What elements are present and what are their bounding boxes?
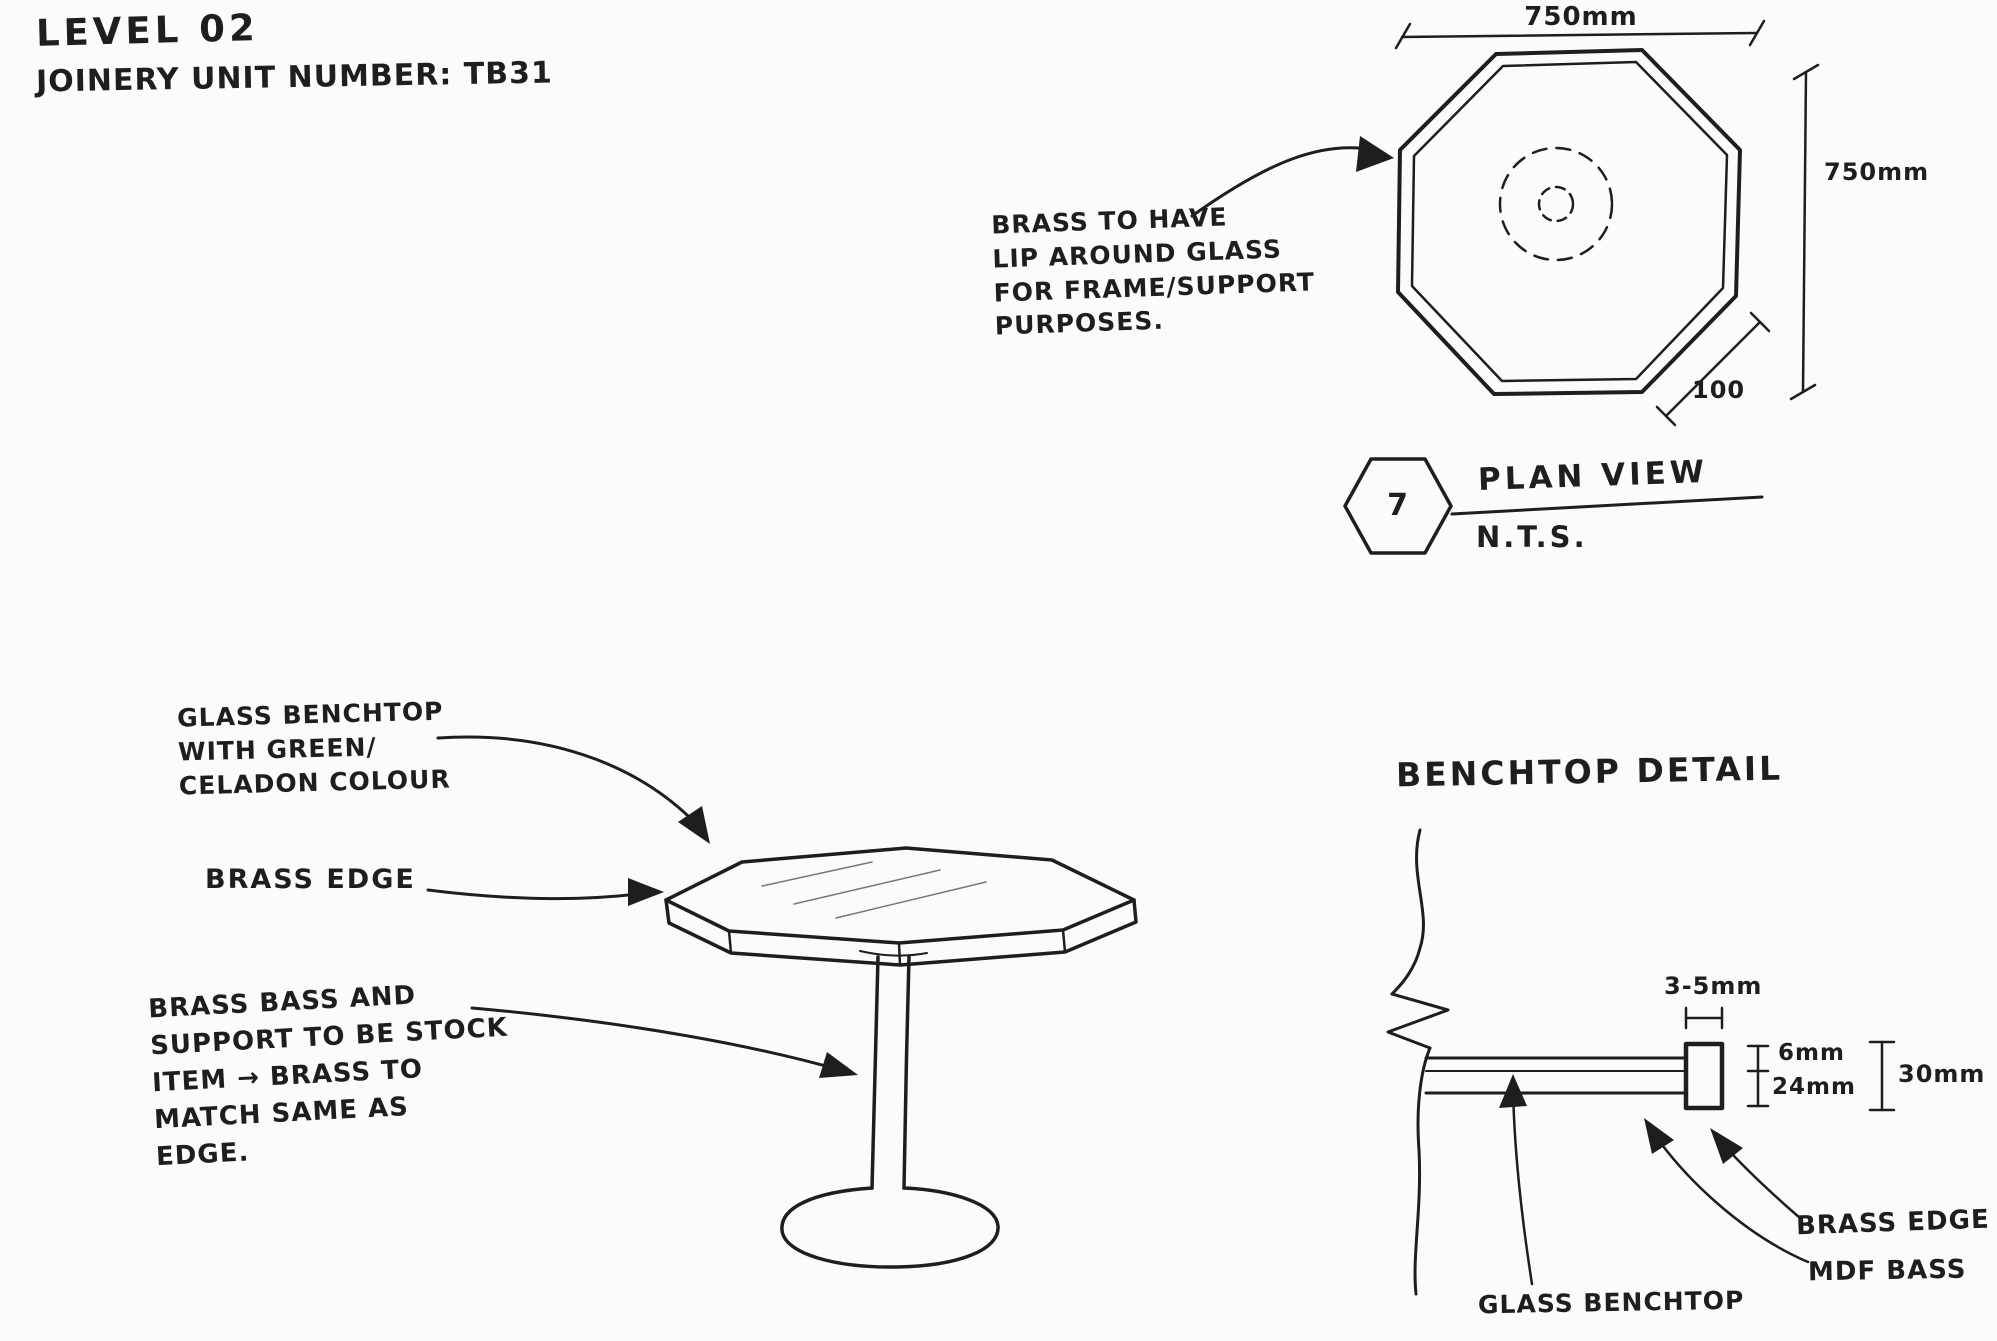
- plan-octagon-outer: [1396, 48, 1742, 396]
- pedestal-column-right: [902, 955, 911, 1190]
- plan-dashed-circle-outer: [1498, 146, 1614, 262]
- detail-mdf-base-label: MDF BASS: [1807, 1254, 1967, 1288]
- plan-dim-top-label: 750mm: [1524, 2, 1638, 32]
- base-note-leader-line: [470, 1006, 842, 1072]
- detail-brass-edge-label: BRASS EDGE: [1795, 1204, 1991, 1242]
- plan-view-title: PLAN VIEW: [1477, 453, 1709, 499]
- detail-dim-total-label: 30mm: [1898, 1060, 1986, 1088]
- brass-edge-lip: [1683, 1041, 1725, 1111]
- plan-dim-corner-line: [1655, 311, 1771, 427]
- mdf-label-leader-line: [1648, 1126, 1810, 1264]
- sheet-level-title: LEVEL 02: [35, 6, 260, 55]
- detail-glass-benchtop-label: GLASS BENCHTOP: [1477, 1285, 1745, 1320]
- detail-dim-total-bracket: [1868, 1040, 1896, 1112]
- detail-dim-mdf-label: 24mm: [1772, 1074, 1856, 1100]
- pedestal-column-left: [870, 955, 880, 1190]
- pedestal-base: [780, 1186, 1000, 1269]
- tabletop-edge-seams: [727, 928, 1067, 967]
- detail-dim-layers-bracket: [1746, 1044, 1770, 1108]
- plan-symbol-number: 7: [1387, 488, 1409, 523]
- plan-view-drawing: [1190, 19, 1820, 555]
- benchtop-detail-title: BENCHTOP DETAIL: [1395, 748, 1784, 795]
- glass-shading-lines: [761, 861, 987, 919]
- plan-title-underline: [1450, 495, 1764, 516]
- pedestal-joint-line: [859, 950, 928, 957]
- plan-note-leader-line: [1190, 146, 1376, 218]
- tabletop-top-face: [664, 846, 1136, 945]
- brass-edge-leader-line: [426, 888, 648, 901]
- plan-brass-lip-note: BRASS TO HAVE LIP AROUND GLASS FOR FRAME…: [990, 202, 1316, 341]
- glass-benchtop-note: GLASS BENCHTOP WITH GREEN/ CELADON COLOU…: [176, 696, 451, 801]
- brass-edge-note: BRASS EDGE: [205, 864, 416, 895]
- glass-note-leader-line: [436, 735, 702, 830]
- plan-dim-top-line: [1394, 19, 1766, 50]
- plan-octagon-inner: [1410, 60, 1729, 383]
- benchtop-detail-drawing: [1386, 828, 1896, 1296]
- glass-label-leader-line: [1511, 1084, 1534, 1286]
- plan-scale-label: N.T.S.: [1476, 520, 1588, 554]
- plan-dim-right-line: [1789, 63, 1820, 401]
- plan-symbol-hexagon: [1343, 457, 1453, 555]
- brass-edge-arrowhead: [628, 878, 664, 906]
- wall-line-lower: [1413, 1046, 1432, 1296]
- plan-dim-right-label: 750mm: [1824, 158, 1930, 186]
- glass-note-arrowhead: [678, 806, 710, 844]
- brass-label-arrowhead: [1710, 1128, 1743, 1164]
- plan-note-arrowhead: [1356, 136, 1394, 172]
- detail-dim-lip-line: [1684, 1006, 1724, 1030]
- wall-break-zigzag: [1386, 992, 1450, 1050]
- plan-dim-corner-label: 100: [1692, 376, 1746, 404]
- wall-line-upper: [1390, 828, 1425, 996]
- base-note-arrowhead: [819, 1052, 858, 1078]
- detail-dim-lip-label: 3-5mm: [1664, 972, 1763, 1000]
- plan-dashed-circle-inner: [1537, 185, 1575, 223]
- glass-label-arrowhead: [1499, 1074, 1527, 1108]
- mdf-label-arrowhead: [1644, 1118, 1674, 1154]
- table-perspective-drawing: [426, 735, 1138, 1269]
- brass-base-note: BRASS BASS AND SUPPORT TO BE STOCK ITEM …: [147, 980, 509, 1172]
- detail-dim-glass-label: 6mm: [1778, 1040, 1845, 1066]
